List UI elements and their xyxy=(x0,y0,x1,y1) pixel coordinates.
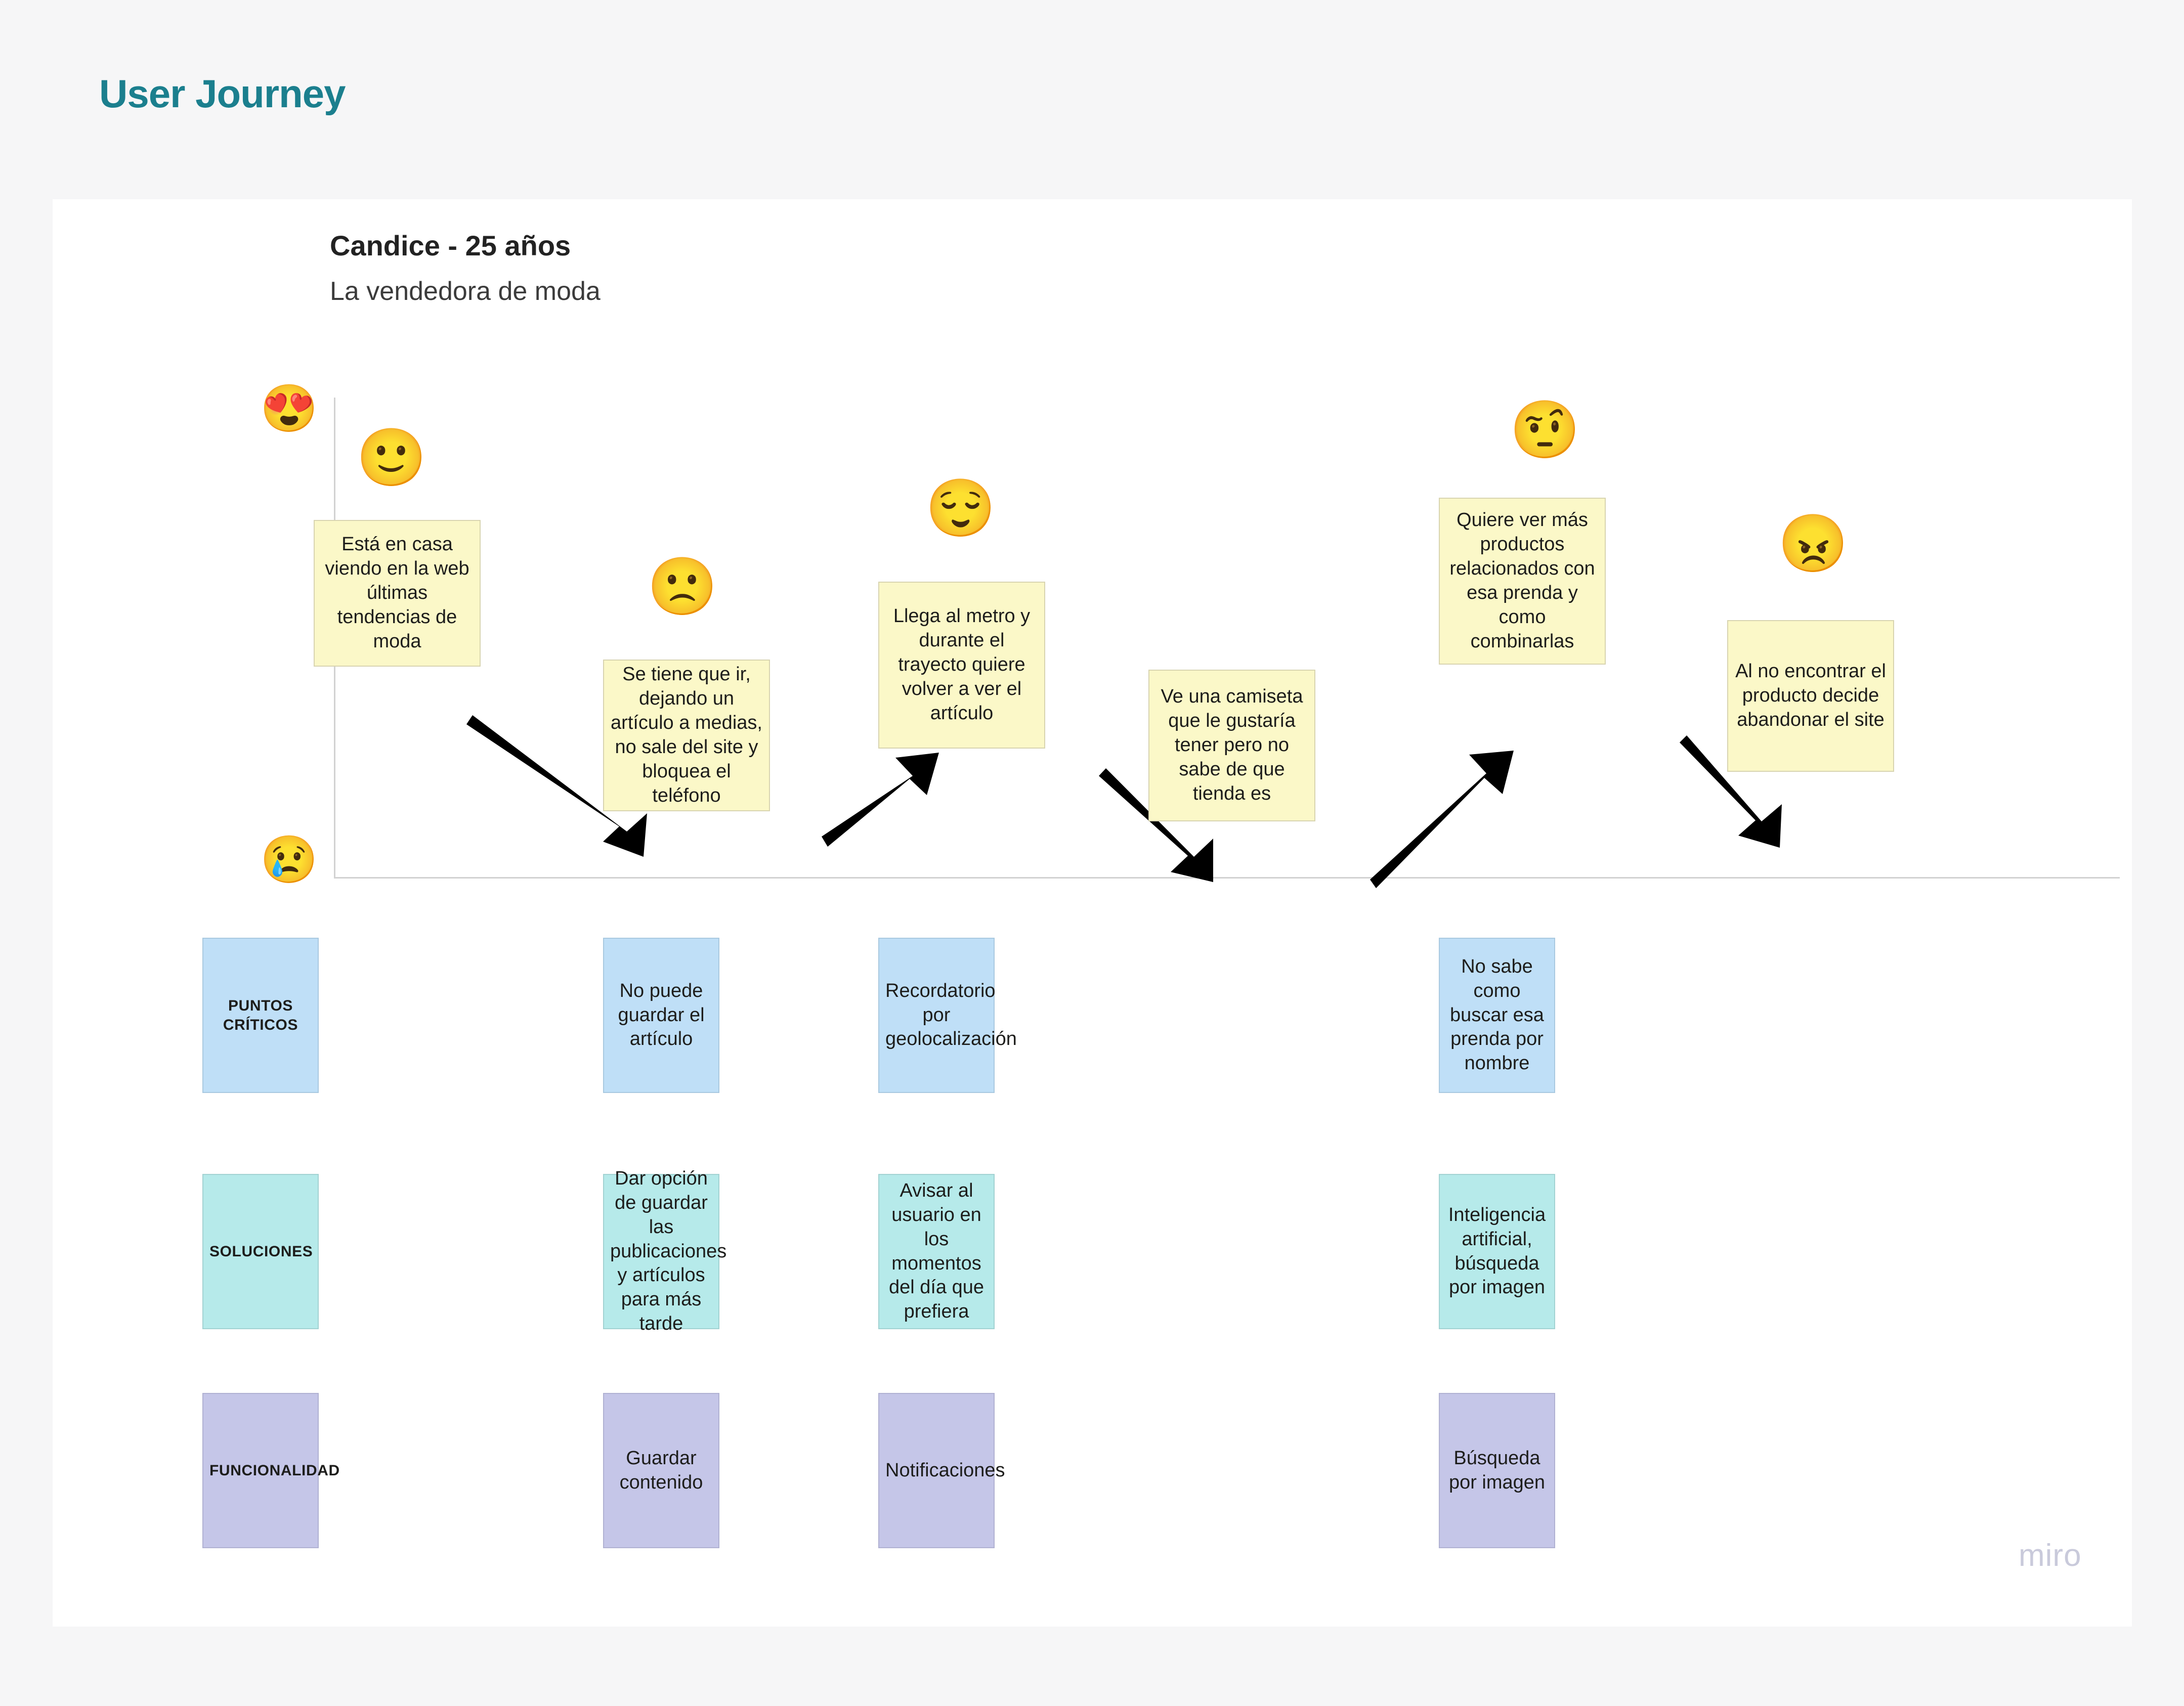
arrow-step2-step3 xyxy=(822,753,939,847)
feature-text: Búsqueda por imagen xyxy=(1448,1447,1546,1493)
section-header-label: FUNCIONALIDAD xyxy=(209,1462,340,1479)
arrow-step4-step5 xyxy=(1370,751,1514,888)
feature-card[interactable]: Notificaciones xyxy=(878,1393,1005,1548)
feature-card[interactable]: Búsqueda por imagen xyxy=(1439,1393,1555,1548)
section-header-label: SOLUCIONES xyxy=(209,1243,313,1260)
solution-card[interactable]: Inteligencia artificial, búsqueda por im… xyxy=(1439,1174,1555,1329)
journey-note[interactable]: Está en casa viendo en la web últimas te… xyxy=(314,520,481,667)
emotion-axis-horizontal xyxy=(334,877,2120,879)
journey-note-text: Al no encontrar el producto decide aband… xyxy=(1735,661,1886,730)
journey-arrows xyxy=(466,715,1782,888)
critical-point-text: No sabe como buscar esa prenda por nombr… xyxy=(1450,955,1544,1074)
journey-note[interactable]: Al no encontrar el producto decide aband… xyxy=(1727,620,1894,772)
heart-eyes-face-icon: 😍 xyxy=(260,383,318,434)
journey-board: Candice - 25 años La vendedora de moda 😍… xyxy=(53,199,2132,1627)
solution-text: Avisar al usuario en los momentos del dí… xyxy=(888,1179,984,1323)
feature-text: Notificaciones xyxy=(885,1459,1005,1481)
journey-note-text: Quiere ver más productos relacionados co… xyxy=(1449,509,1595,652)
slightly-frowning-face-icon: 🙁 xyxy=(647,555,718,618)
solution-card[interactable]: Dar opción de guardar las publicaciones … xyxy=(603,1168,726,1334)
journey-note[interactable]: Se tiene que ir, dejando un artículo a m… xyxy=(603,660,770,811)
solution-text: Dar opción de guardar las publicaciones … xyxy=(610,1167,727,1335)
solution-card[interactable]: Avisar al usuario en los momentos del dí… xyxy=(878,1174,995,1329)
journey-note-text: Llega al metro y durante el trayecto qui… xyxy=(893,605,1031,724)
persona-role: La vendedora de moda xyxy=(330,277,601,306)
section-header-solutions: SOLUCIONES xyxy=(202,1174,319,1329)
critical-point-card[interactable]: Recordatorio por geolocalización xyxy=(878,938,1017,1093)
critical-point-card[interactable]: No puede guardar el artículo xyxy=(603,938,719,1093)
journey-note-text: Está en casa viendo en la web últimas te… xyxy=(325,534,469,652)
slightly-smiling-face-icon: 🙂 xyxy=(356,426,427,489)
section-header-features: FUNCIONALIDAD xyxy=(202,1393,340,1548)
face-with-raised-eyebrow-icon: 🤨 xyxy=(1510,398,1580,461)
persona-name: Candice - 25 años xyxy=(330,230,571,261)
page-title: User Journey xyxy=(99,71,346,116)
section-header-label: PUNTOS CRÍTICOS xyxy=(223,997,298,1033)
solution-text: Inteligencia artificial, búsqueda por im… xyxy=(1448,1204,1546,1298)
journey-note[interactable]: Llega al metro y durante el trayecto qui… xyxy=(878,582,1045,749)
journey-note-text: Ve una camiseta que le gustaría tener pe… xyxy=(1161,686,1303,804)
journey-note[interactable]: Ve una camiseta que le gustaría tener pe… xyxy=(1148,670,1315,821)
angry-face-icon: 😠 xyxy=(1778,512,1849,575)
critical-point-card[interactable]: No sabe como buscar esa prenda por nombr… xyxy=(1439,938,1555,1093)
critical-point-text: Recordatorio por geolocalización xyxy=(885,980,1017,1050)
journey-note[interactable]: Quiere ver más productos relacionados co… xyxy=(1439,498,1606,665)
relieved-face-icon: 😌 xyxy=(925,476,996,540)
miro-watermark: miro xyxy=(2019,1538,2082,1573)
feature-text: Guardar contenido xyxy=(619,1447,703,1493)
journey-note-text: Se tiene que ir, dejando un artículo a m… xyxy=(611,664,762,806)
critical-point-text: No puede guardar el artículo xyxy=(618,980,705,1050)
section-header-critical-points: PUNTOS CRÍTICOS xyxy=(202,938,319,1093)
feature-card[interactable]: Guardar contenido xyxy=(603,1393,719,1548)
crying-face-icon: 😢 xyxy=(260,834,318,886)
